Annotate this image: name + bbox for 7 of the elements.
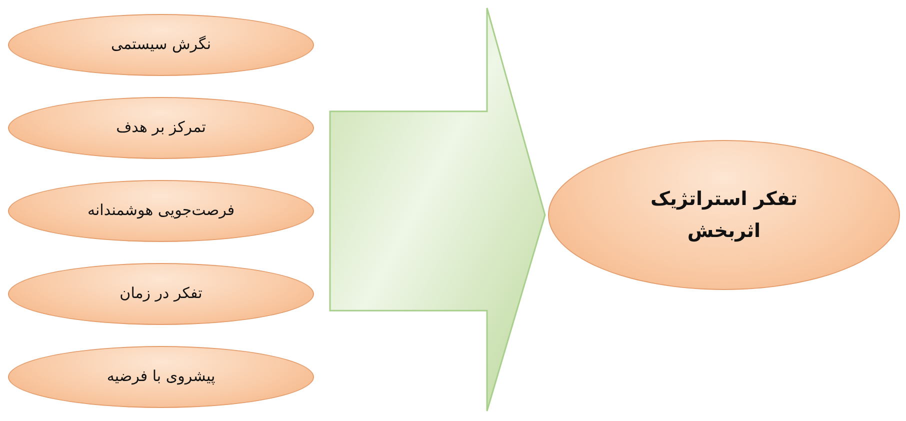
node-text: تمرکز بر هدف xyxy=(116,117,206,138)
node-text: پیشروی با فرضیه xyxy=(106,366,216,388)
node-text: تفکر در زمان xyxy=(120,283,202,304)
node-text: نگرش سیستمی xyxy=(111,34,211,56)
node-text: فرصت‌جویی هوشمندانه xyxy=(87,200,235,222)
block-arrow xyxy=(329,7,546,412)
node-text: تفکر استراتژیک اثربخش xyxy=(649,186,799,244)
